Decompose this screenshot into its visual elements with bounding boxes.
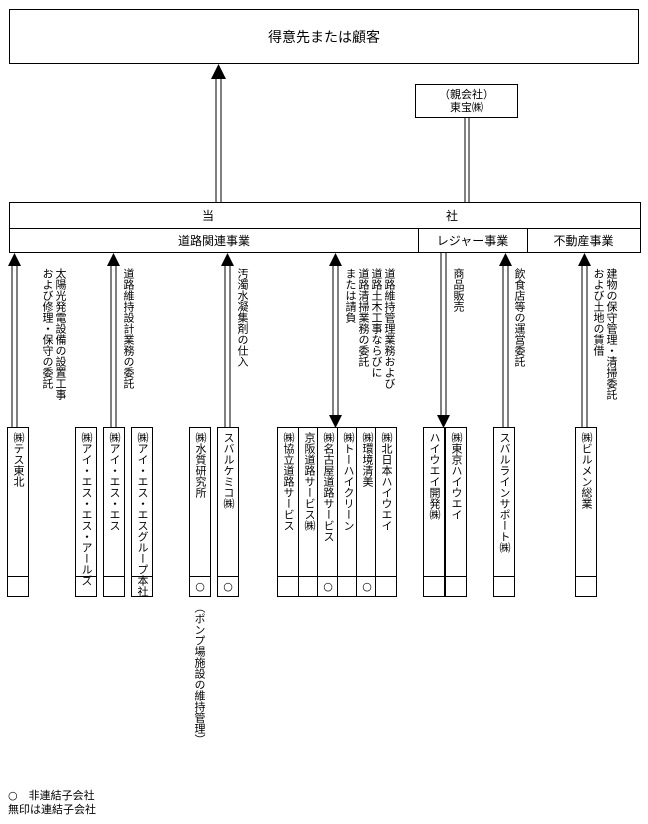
subsidiary-iss: ㈱アイ・エス・エス — [103, 427, 125, 597]
subsidiary-subaru-chem: スバルケミコ㈱ ○ — [217, 427, 239, 597]
flow-food-label: 飲食店等の運営委託 — [513, 268, 526, 367]
subsidiary-kyoritsu: ㈱協立道路サービス — [277, 427, 299, 597]
flow-design-label: 道路維持設計業務の委託 — [122, 268, 135, 389]
subsidiary-birumen: ㈱ビルメン総業 — [575, 427, 597, 597]
subsidiary-tess: ㈱テス東北 — [7, 427, 29, 597]
flow-road-maint-label: 道路維持管理業務および 道路土木工事ならびに 道路清掃業務の委託 または請負 — [344, 268, 396, 389]
segment-realestate: 不動産事業 — [553, 234, 614, 248]
company-box: 当 社 道路関連事業 レジャー事業 不動産事業 — [9, 202, 641, 253]
parent-company-box: （親会社） 東宝㈱ — [415, 84, 518, 118]
subsidiary-tokyo-hw: ㈱東京ハイウエイ — [445, 427, 467, 597]
subsidiary-is-earls: ㈱アイ・エス・エス・アールズ — [75, 427, 97, 597]
flow-goods-label: 商品販売 — [452, 268, 465, 312]
subsidiary-keihan: 京阪道路サービス㈱ — [298, 427, 320, 597]
unconsolidated-mark: ○ — [323, 580, 333, 593]
segment-road: 道路関連事業 — [10, 229, 419, 252]
subsidiary-suishitsu: ㈱水質研究所 ○ — [189, 427, 211, 597]
subsidiary-iss-group: ㈱アイ・エス・エスグループ本社 — [131, 427, 153, 597]
unconsolidated-mark: ○ — [362, 580, 372, 593]
parent-label: （親会社） — [439, 88, 494, 101]
legend: ○ 非連結子会社 無印は連結子会社 — [8, 789, 96, 817]
company-label-right: 社 — [446, 209, 459, 223]
legend-unconsolidated: ○ 非連結子会社 — [8, 789, 95, 802]
flow-building-label: 建物の保守管理・清掃委託 および土地の賃借 — [592, 268, 618, 400]
subsidiary-nagoya: ㈱名古屋道路サービス ○ — [317, 427, 339, 597]
subsidiary-kitanihon: ㈱北日本ハイウエイ — [375, 427, 397, 597]
customer-label: 得意先または顧客 — [268, 29, 380, 46]
parent-name: 東宝㈱ — [450, 101, 483, 114]
legend-consolidated: 無印は連結子会社 — [8, 803, 96, 816]
subsidiary-subaru-line: スバルラインサポート㈱ — [493, 427, 515, 597]
pump-note: （ポンプ場施設の維持管理） — [193, 602, 206, 745]
unconsolidated-mark: ○ — [195, 580, 205, 593]
customer-box: 得意先または顧客 — [9, 9, 639, 64]
flow-chemical-label: 汚濁水凝集剤の仕入 — [236, 268, 249, 367]
company-label-left: 当 — [202, 209, 215, 223]
subsidiary-highway-dev: ハイウエイ開発㈱ — [423, 427, 445, 597]
segment-row: 道路関連事業 レジャー事業 不動産事業 — [10, 228, 640, 252]
unconsolidated-mark: ○ — [223, 580, 233, 593]
segment-leisure: レジャー事業 — [418, 229, 528, 252]
flow-solar-label: 太陽光発電設備の設置工事 および修理・保守の委託 — [41, 268, 67, 400]
